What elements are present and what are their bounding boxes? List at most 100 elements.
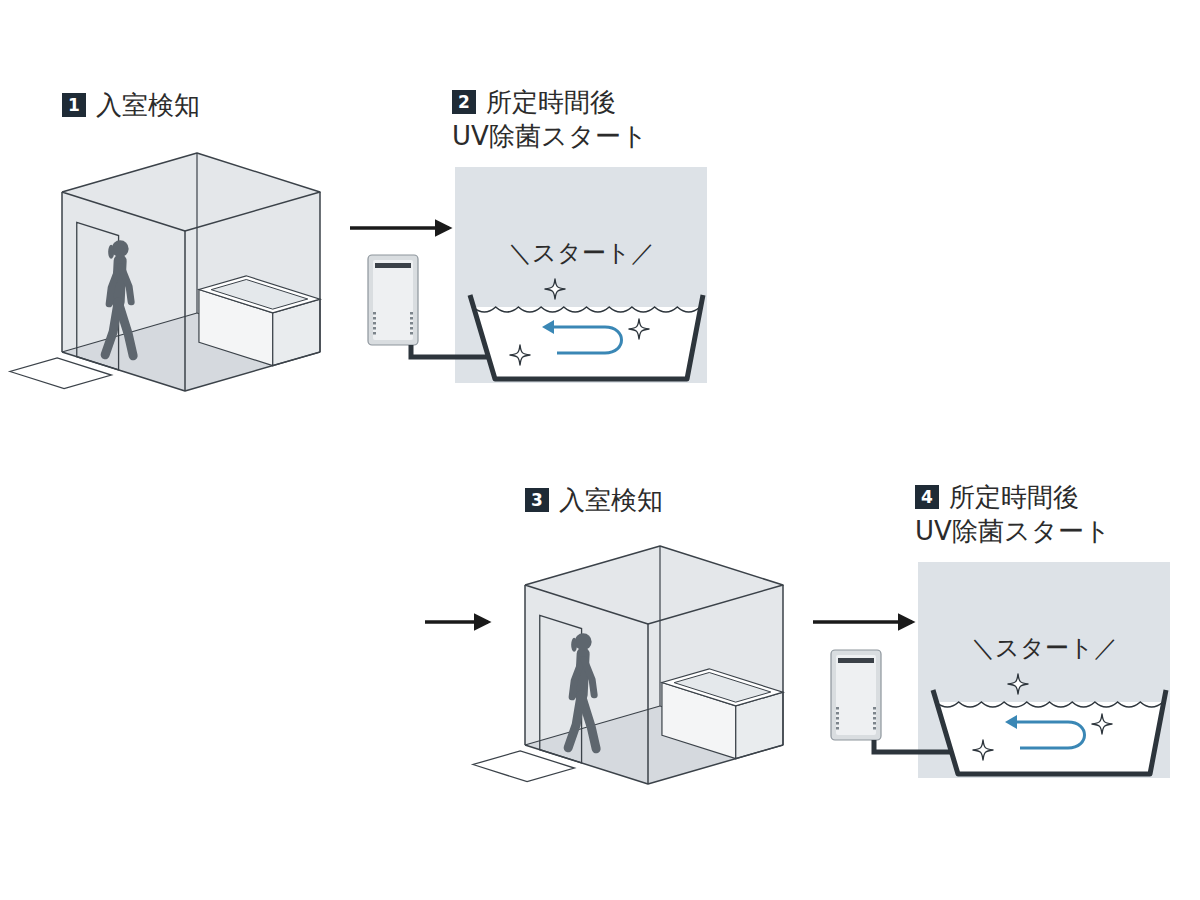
person-figure — [568, 633, 596, 749]
person-limb — [105, 302, 118, 355]
room-edge — [319, 192, 321, 352]
step-heading: 入室検知 — [559, 485, 663, 515]
heater-vent — [373, 332, 376, 335]
heater-vent — [873, 712, 876, 715]
step-heading-row: 1 入室検知 — [62, 88, 347, 122]
circulation-arrowhead — [542, 320, 554, 334]
start-callout: ＼スタート／ — [918, 562, 1170, 662]
bathtub-rim — [199, 276, 320, 313]
water-heater-face — [373, 260, 413, 340]
step-heading-row: 4所定時間後 UV除菌スタート — [915, 480, 1183, 548]
heater-vent — [373, 327, 376, 330]
room-edge — [61, 192, 63, 352]
water-pipe — [874, 740, 951, 752]
water-heater — [831, 650, 881, 740]
room-edge — [184, 231, 186, 391]
person-head — [112, 240, 129, 257]
room-edge — [524, 585, 526, 745]
step-number: 3 — [525, 488, 549, 512]
bathtub-rim — [662, 669, 783, 706]
step-heading: 所定時間後 UV除菌スタート — [452, 87, 648, 151]
heater-vent — [373, 322, 376, 325]
heater-vent — [373, 312, 376, 315]
bathroom-illustration — [473, 546, 783, 784]
water-heater-display — [838, 658, 874, 663]
room-edge — [782, 585, 784, 745]
uv-panel: ＼スタート／ — [918, 562, 1170, 778]
circulation-arrowhead — [1005, 715, 1017, 729]
heater-vent — [836, 707, 839, 710]
room-edge — [647, 624, 649, 784]
circulation-arrow — [551, 327, 622, 353]
bath-water — [473, 307, 700, 379]
step-number: 1 — [62, 93, 86, 117]
heater-vent — [836, 722, 839, 725]
person-limb — [584, 660, 594, 695]
sparkle — [629, 319, 649, 339]
room-volume — [62, 153, 320, 391]
person-ponytail — [571, 638, 577, 652]
bathroom-illustration — [10, 153, 320, 391]
room-volume — [525, 546, 783, 784]
person-ponytail — [108, 245, 114, 259]
bath-illustration — [455, 167, 707, 383]
water-heater-display — [375, 263, 411, 268]
sparkle — [1008, 674, 1028, 694]
person-limb — [109, 267, 119, 304]
step-number: 4 — [915, 485, 939, 509]
heater-vent — [410, 317, 413, 320]
heater-vent — [873, 727, 876, 730]
room-edge — [525, 546, 783, 624]
room-edge — [525, 745, 783, 784]
step-heading: 所定時間後 UV除菌スタート — [915, 482, 1111, 546]
step-heading-row: 3 入室検知 — [525, 483, 810, 517]
room-edge — [62, 153, 320, 231]
circulation-arrow — [1014, 722, 1085, 748]
room-edge — [659, 546, 660, 706]
person-limb — [121, 267, 131, 302]
heater-vent — [410, 332, 413, 335]
step-group: 1 入室検知 — [62, 88, 347, 398]
uv-panel: ＼スタート／ — [455, 167, 707, 383]
flow-arrow — [813, 620, 912, 624]
person-limb — [572, 660, 582, 697]
bathtub-inner — [674, 673, 771, 703]
room-edge — [196, 153, 197, 313]
sparkle — [1092, 714, 1112, 734]
bathtub-inner — [211, 280, 308, 310]
bathtub-outline — [470, 295, 703, 379]
heater-vent — [836, 712, 839, 715]
room-edge — [62, 352, 320, 391]
step-group: 3 入室検知 — [525, 483, 810, 793]
bath-illustration — [918, 562, 1170, 778]
door-frame — [540, 615, 582, 763]
water-heater — [368, 255, 418, 345]
step-number: 2 — [452, 90, 476, 114]
heater-vent — [410, 312, 413, 315]
flow-continuation-arrow — [425, 620, 488, 624]
water-surface — [936, 702, 1163, 707]
step-group: 4所定時間後 UV除菌スタート ＼スタート／ — [915, 480, 1183, 780]
heater-vent — [836, 717, 839, 720]
flow-arrow — [350, 226, 449, 230]
sparkle — [545, 279, 565, 299]
heater-vent — [836, 727, 839, 730]
water-pipe — [411, 345, 488, 357]
heater-vent — [410, 327, 413, 330]
person-figure — [105, 240, 133, 356]
bathtub-outline — [933, 690, 1166, 774]
heater-vent — [873, 717, 876, 720]
step-heading: 入室検知 — [96, 90, 200, 120]
water-surface — [473, 307, 700, 312]
heater-vent — [410, 322, 413, 325]
person-limb — [568, 695, 581, 748]
heater-vent — [873, 722, 876, 725]
start-callout: ＼スタート／ — [455, 167, 707, 267]
sparkle — [973, 740, 993, 760]
person-head — [575, 633, 592, 650]
heater-vent — [373, 317, 376, 320]
heater-vent — [873, 707, 876, 710]
step-group: 2所定時間後 UV除菌スタート ＼スタート／ — [452, 85, 720, 385]
